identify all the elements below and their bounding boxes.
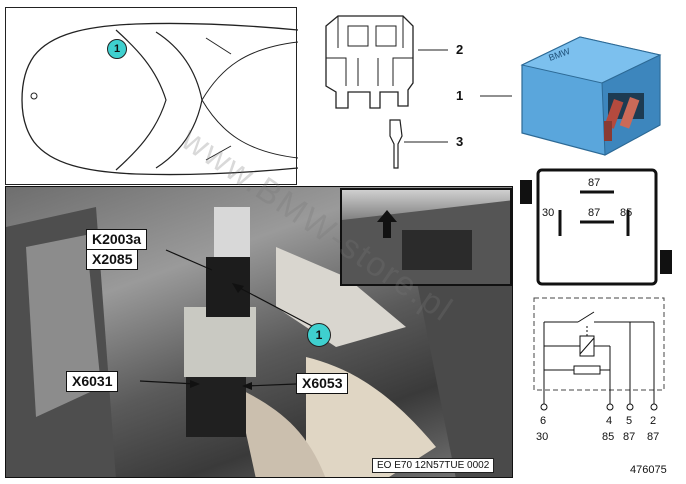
- schematic-terminal-30: 30: [536, 431, 548, 443]
- reference-number: 476075: [630, 464, 667, 476]
- schematic-pin-6: 6: [540, 415, 546, 427]
- photo-marker-callout: 1: [307, 323, 331, 347]
- schematic-pin-2: 2: [650, 415, 656, 427]
- engine-bay-scene: [342, 200, 510, 284]
- relay-pin-diagram: 87 87 30 85: [520, 168, 672, 286]
- label-x6053: X6053: [296, 373, 349, 394]
- label-k2003a: K2003a: [86, 229, 148, 250]
- pin-label-87-top: 87: [588, 177, 600, 189]
- callout-relay: 1: [456, 88, 464, 103]
- callout-relay-socket: 2: [456, 42, 464, 57]
- engine-bay-inset-photo: [340, 188, 512, 286]
- car-location-panel: 1: [5, 7, 298, 185]
- relay-socket-drawing: [325, 15, 414, 169]
- relay-picture: BMW: [520, 36, 662, 156]
- pin-label-87-middle: 87: [588, 207, 600, 219]
- schematic-terminal-87a: 87: [623, 431, 635, 443]
- schematic-pin-5: 5: [626, 415, 632, 427]
- relay-schematic: 6 4 5 2 30 85 87 87: [533, 297, 665, 443]
- schematic-terminal-85: 85: [602, 431, 614, 443]
- callout-terminal: 3: [456, 134, 464, 149]
- label-x6031: X6031: [66, 371, 119, 392]
- photo-caption: EO E70 12N57TUE 0002: [372, 458, 495, 473]
- schematic-terminal-87b: 87: [647, 431, 659, 443]
- pin-label-30: 30: [542, 207, 554, 219]
- schematic-pin-4: 4: [606, 415, 612, 427]
- label-x2085: X2085: [86, 249, 139, 270]
- location-marker-callout: 1: [107, 39, 127, 59]
- pin-label-85: 85: [620, 207, 632, 219]
- car-outline-drawing: [21, 22, 298, 176]
